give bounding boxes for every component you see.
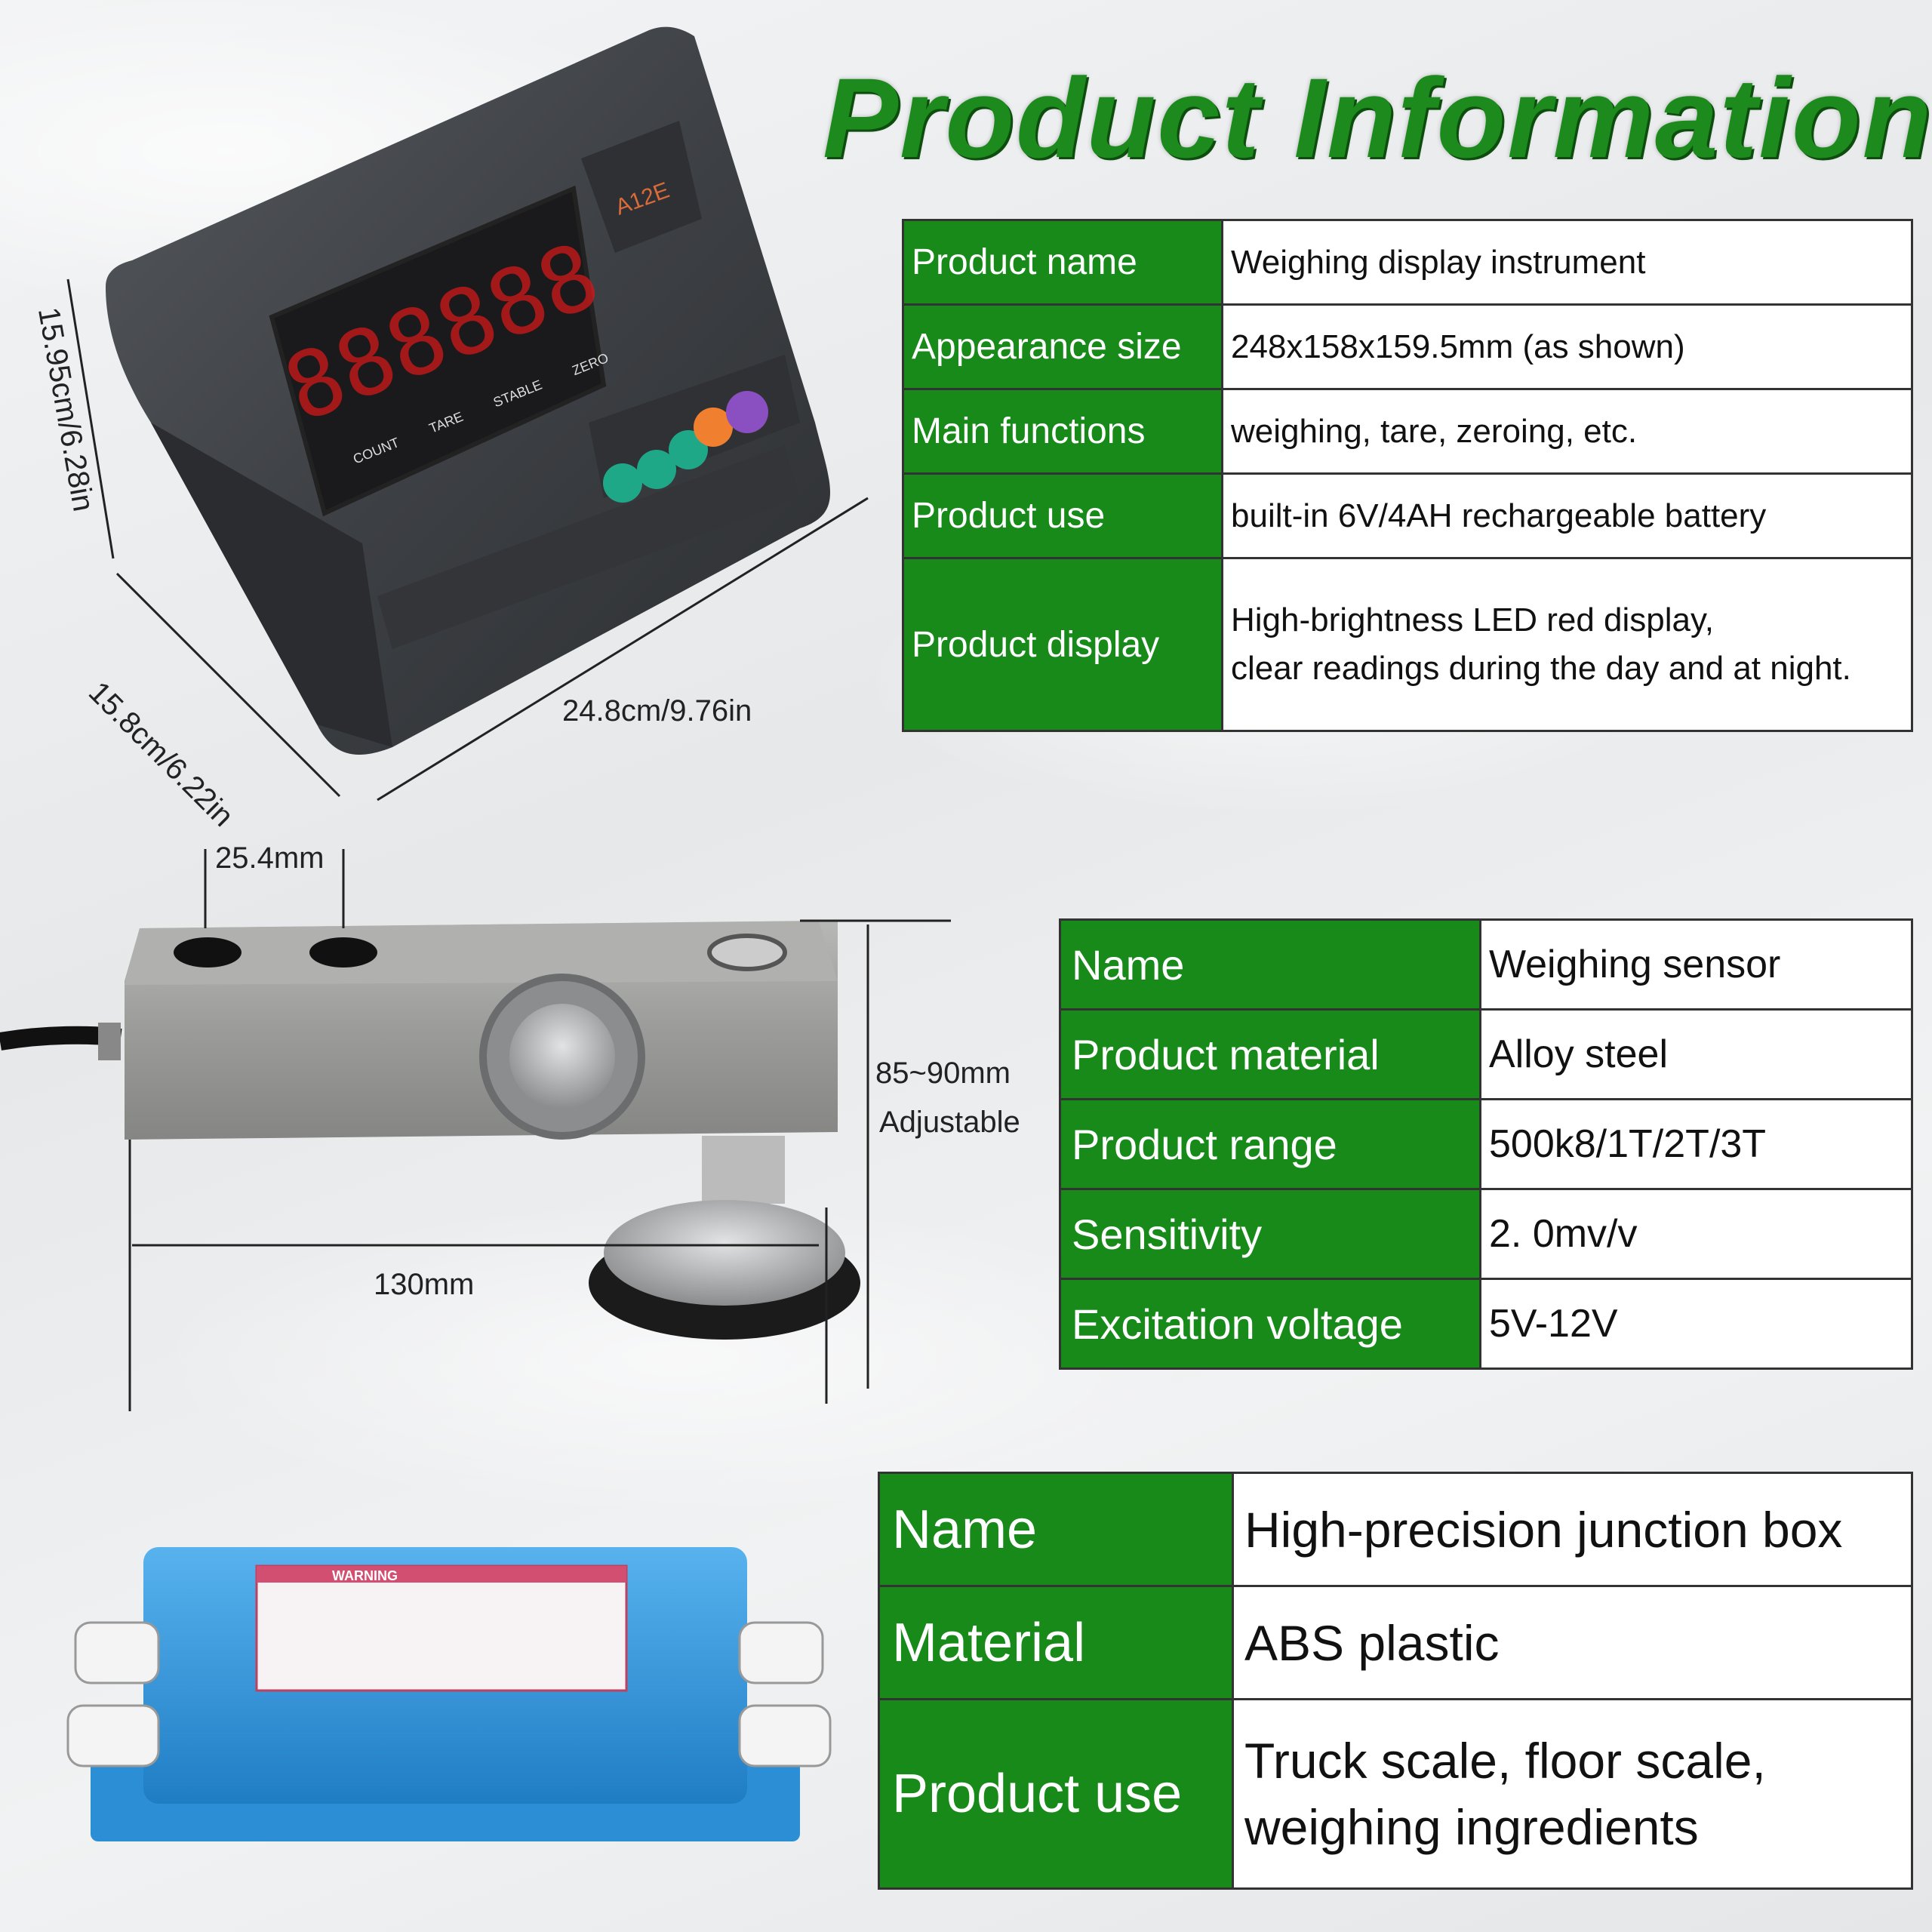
display-spec-table: Product name Weighing display instrument… [902, 219, 1913, 732]
table-row: Product use built-in 6V/4AH rechargeable… [902, 472, 1913, 559]
spec-label: Product name [902, 219, 1223, 306]
spec-label: Name [878, 1472, 1234, 1587]
table-row: Product display High-brightness LED red … [902, 557, 1913, 732]
spec-label: Product range [1059, 1098, 1481, 1190]
warning-label: WARNING [332, 1568, 398, 1583]
table-row: Name Weighing sensor [1059, 918, 1913, 1011]
table-row: Product use Truck scale, floor scale, we… [878, 1698, 1913, 1890]
spec-value: Weighing display instrument [1221, 219, 1913, 306]
spec-label: Main functions [902, 388, 1223, 475]
button-icon [669, 430, 708, 469]
table-row: Main functions weighing, tare, zeroing, … [902, 388, 1913, 475]
button-icon [726, 391, 768, 433]
sensor-hole-spacing: 25.4mm [215, 841, 325, 875]
sensor-height-dimension: 85~90mm [875, 1057, 1011, 1090]
spec-label: Product use [902, 472, 1223, 559]
spec-value: Weighing sensor [1479, 918, 1913, 1011]
table-row: Material ABS plastic [878, 1585, 1913, 1700]
sensor-length-dimension: 130mm [374, 1268, 475, 1301]
display-dimension-lines [66, 278, 869, 801]
weighing-sensor [0, 921, 860, 1340]
button-icon [603, 463, 642, 503]
spec-value-line: weighing ingredients [1244, 1799, 1699, 1855]
spec-label: Sensitivity [1059, 1188, 1481, 1280]
button-icon [637, 450, 676, 489]
spec-value-line: Truck scale, floor scale, [1244, 1733, 1766, 1789]
sensor-height-note: Adjustable [879, 1106, 1020, 1139]
spec-value: High-brightness LED red display, clear r… [1221, 557, 1913, 732]
spec-value: 500k8/1T/2T/3T [1479, 1098, 1913, 1190]
display-width-dimension: 24.8cm/9.76in [562, 694, 752, 728]
spec-value: 5V-12V [1479, 1278, 1913, 1370]
weighing-display-device [106, 26, 830, 755]
spec-value: 248x158x159.5mm (as shown) [1221, 303, 1913, 390]
junction-box [66, 1547, 832, 1841]
table-row: Product range 500k8/1T/2T/3T [1059, 1098, 1913, 1190]
table-row: Product name Weighing display instrument [902, 219, 1913, 306]
table-row: Excitation voltage 5V-12V [1059, 1278, 1913, 1370]
button-icon [694, 408, 733, 447]
spec-label: Product display [902, 557, 1223, 732]
spec-value-line: clear readings during the day and at nig… [1231, 650, 1851, 687]
sensor-dimension-lines [128, 849, 951, 1411]
spec-label: Excitation voltage [1059, 1278, 1481, 1370]
table-row: Appearance size 248x158x159.5mm (as show… [902, 303, 1913, 390]
table-row: Sensitivity 2. 0mv/v [1059, 1188, 1913, 1280]
spec-label: Product material [1059, 1008, 1481, 1100]
spec-value: High-precision junction box [1232, 1472, 1913, 1587]
page-title: Product Information [823, 54, 1932, 181]
spec-label: Product use [878, 1698, 1234, 1890]
spec-value: 2. 0mv/v [1479, 1188, 1913, 1280]
spec-value: Truck scale, floor scale, weighing ingre… [1232, 1698, 1913, 1890]
spec-value-line: High-brightness LED red display, [1231, 601, 1714, 638]
table-row: Name High-precision junction box [878, 1472, 1913, 1587]
spec-value: Alloy steel [1479, 1008, 1913, 1100]
spec-label: Appearance size [902, 303, 1223, 390]
spec-label: Name [1059, 918, 1481, 1011]
spec-value: weighing, tare, zeroing, etc. [1221, 388, 1913, 475]
spec-label: Material [878, 1585, 1234, 1700]
table-row: Product material Alloy steel [1059, 1008, 1913, 1100]
spec-value: ABS plastic [1232, 1585, 1913, 1700]
sensor-spec-table: Name Weighing sensor Product material Al… [1059, 918, 1913, 1370]
spec-value: built-in 6V/4AH rechargeable battery [1221, 472, 1913, 559]
junction-box-spec-table: Name High-precision junction box Materia… [878, 1472, 1913, 1890]
